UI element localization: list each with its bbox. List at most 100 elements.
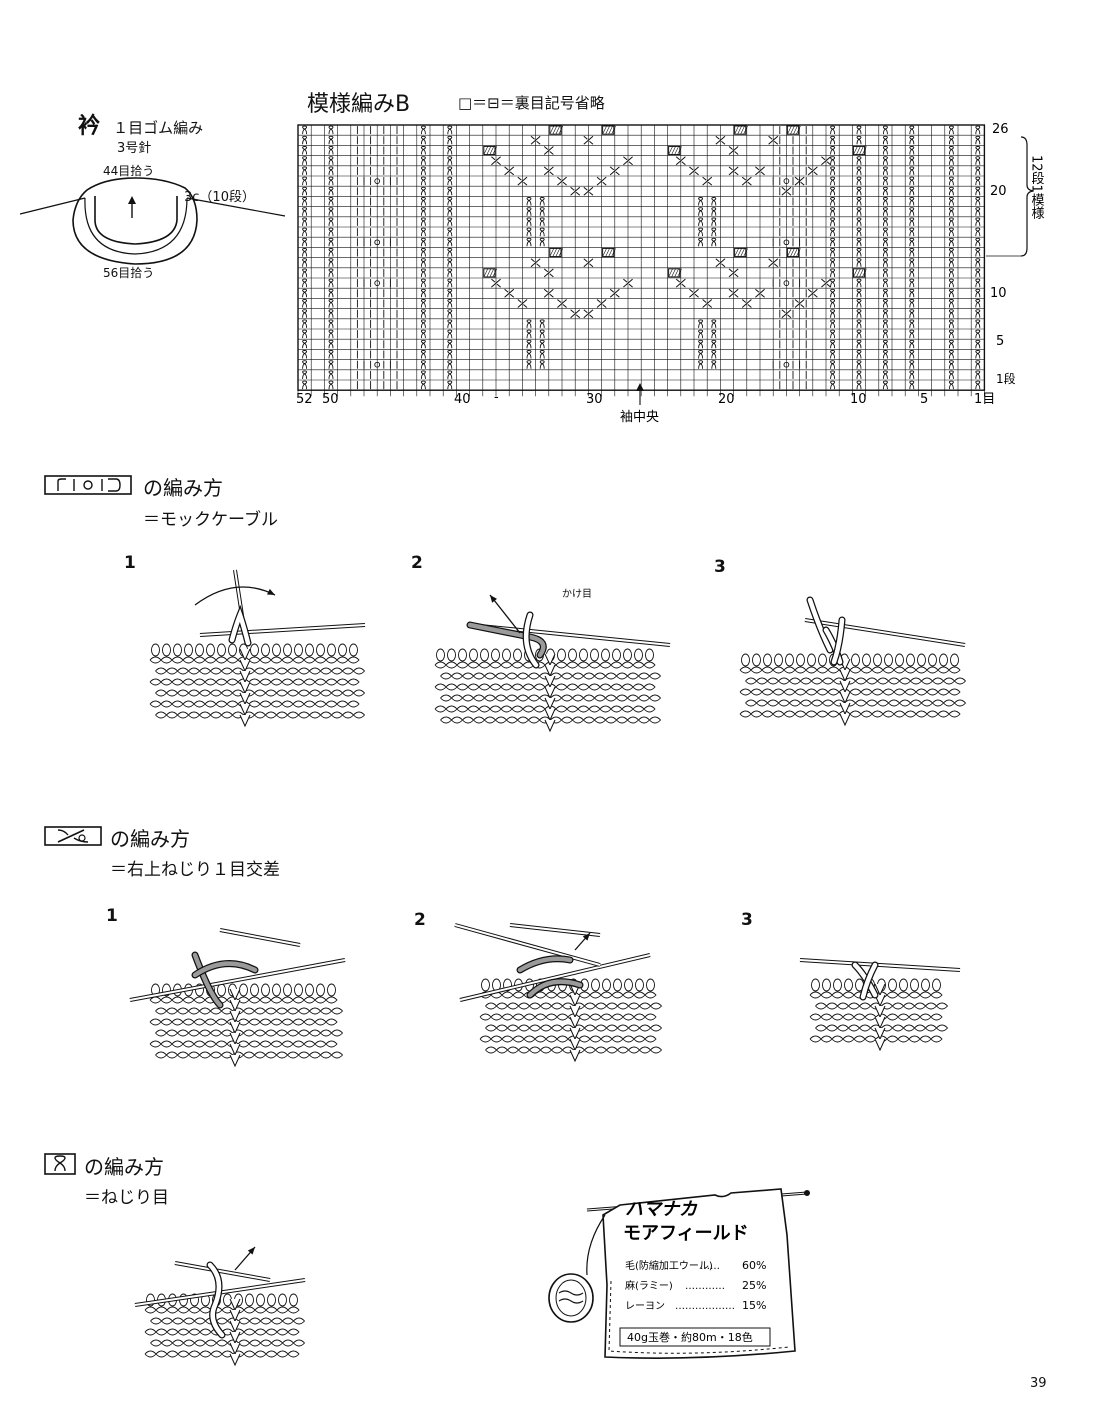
collar-heading-char: 衿 [78,114,101,139]
twisted-stitch-mark [539,339,545,349]
col-label-40: 40 [454,392,471,407]
cross-stitch-mark [517,176,528,186]
twisted-stitch-mark [420,350,426,359]
row-label-5: 5 [996,334,1004,349]
twisted-stitch-mark [447,186,453,196]
twisted-stitch-mark [830,207,836,216]
twisted-stitch-mark [856,166,862,175]
twisted-stitch-mark [975,309,981,318]
twisted-stitch-mark [882,217,888,226]
twisted-stitch-mark [328,237,334,247]
section2-step-1: 1 [106,906,118,926]
twisted-stitch-mark [948,278,954,288]
twisted-stitch-mark [948,237,954,247]
twisted-stitch-mark [909,299,915,308]
cross-stitch-mark [557,176,567,186]
collar-bottom-pickup: 56目拾う [103,266,155,280]
twisted-stitch-mark [856,258,862,267]
twisted-stitch-mark [420,319,426,328]
twisted-stitch-mark [882,278,888,288]
cross-stitch-mark [530,258,541,268]
cross-stitch-mark [609,166,620,176]
composition-name: レーヨン [625,1301,665,1312]
twisted-stitch-mark [830,350,836,359]
cross-stitch-mark [715,135,726,145]
twisted-stitch-mark [539,350,545,359]
twisted-stitch-mark [328,268,334,277]
twisted-stitch-mark [975,156,981,165]
knitting-chart: 26 20 10 5 1段 12段1模様 52 50 40 - 30 20 10… [296,122,1044,425]
twisted-stitch-mark [948,309,954,318]
cross-stitch-mark [517,299,528,308]
cross-stitch-mark [689,166,699,176]
cross-stitch-mark [728,268,739,278]
twisted-stitch-mark [420,339,426,349]
twisted-stitch-mark [909,319,915,328]
twisted-stitch-mark [882,166,888,175]
twist-cross-illustration-1 [129,928,346,1068]
twisted-stitch-mark [830,299,836,308]
mock-cable-mark [783,280,790,286]
cross-stitch-mark [623,278,633,288]
twisted-stitch-mark [302,370,308,379]
twisted-stitch-mark [975,350,981,359]
twisted-stitch-mark [420,197,426,206]
twisted-stitch-mark [328,146,334,155]
twisted-stitch-mark [539,319,545,328]
twisted-stitch-mark [420,237,426,247]
twisted-stitch-mark [830,227,836,237]
twisted-stitch-mark [711,360,717,369]
twisted-stitch-mark [447,319,453,328]
cross-stitch-mark [755,288,765,298]
twisted-stitch-mark [975,258,981,267]
mock-cable-mark [374,280,381,286]
section1-subtitle: ＝モックケーブル [143,510,278,530]
cross-stitch-mark [543,288,554,298]
twisted-stitch-mark [856,370,862,379]
section3-subtitle: ＝ねじり目 [84,1188,169,1208]
twisted-stitch-mark [711,197,717,206]
twisted-stitch-mark [909,176,915,186]
twisted-stitch-mark [526,197,532,206]
col-label-dash: - [494,390,499,405]
section1-heading: の編み方 [143,476,223,500]
twisted-stitch-mark [882,309,888,318]
twisted-stitch-symbol-icon [44,1153,76,1175]
cross-stitch-mark [741,176,752,186]
twisted-stitch-mark [975,227,981,237]
collar-needle: 3号針 [117,141,152,156]
twisted-stitch-mark [328,370,334,379]
twisted-stitch-mark [830,370,836,379]
twisted-stitch-mark [447,217,453,226]
chart-title: 模様編みB [307,92,411,117]
twisted-stitch-mark [830,217,836,226]
twisted-stitch-mark [526,350,532,359]
twisted-stitch-mark [948,227,954,237]
chart-symbols [302,125,981,390]
twisted-stitch-mark [856,309,862,318]
twisted-stitch-mark [328,176,334,186]
twisted-stitch-mark [447,197,453,206]
twisted-stitch-mark [302,186,308,196]
twisted-stitch-mark [882,380,888,390]
twisted-stitch-mark [328,309,334,318]
section1-step-3: 3 [714,557,726,577]
twisted-stitch-mark [856,288,862,298]
cross-stitch-mark [781,309,792,319]
twisted-stitch-mark [909,125,915,135]
twisted-stitch-mark [420,125,426,135]
twisted-stitch-mark [882,339,888,349]
col-label-10: 10 [850,392,867,407]
twist-cross-symbol-icon [44,826,102,846]
twisted-stitch-mark [539,360,545,369]
twisted-stitch-mark [328,135,334,145]
twisted-stitch-mark [830,339,836,349]
twisted-stitch-mark [302,166,308,175]
twisted-stitch-mark [830,278,836,288]
twisted-stitch-mark [856,278,862,288]
cross-stitch-mark [596,299,607,308]
twisted-stitch-mark [420,309,426,318]
twisted-stitch-mark [698,227,704,237]
twisted-stitch-mark [302,268,308,277]
twisted-stitch-mark [420,207,426,216]
